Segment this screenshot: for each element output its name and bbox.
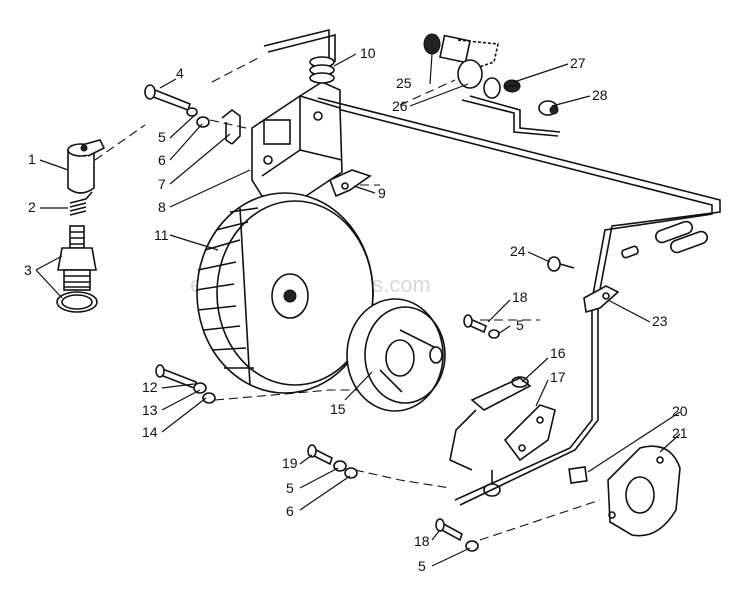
spark-plug-boot (67, 139, 106, 194)
flywheel-bolt-set (155, 364, 216, 404)
wire-clamp (583, 285, 620, 314)
wire-connectors (621, 220, 709, 259)
callout-25: 25 (396, 75, 412, 91)
wire-clip (221, 108, 241, 145)
callout-13: 13 (142, 402, 158, 418)
callout-8: 8 (158, 199, 166, 215)
callout-28: 28 (592, 87, 608, 103)
spark-plug (56, 225, 98, 313)
backing-plate (607, 445, 681, 537)
callout-17: 17 (550, 369, 566, 385)
callout-21: 21 (672, 425, 688, 441)
callout-14: 14 (142, 424, 158, 440)
callout-18-upper: 18 (512, 289, 528, 305)
callout-6: 6 (158, 152, 166, 168)
stop-switch (423, 33, 501, 99)
leader-lines (35, 53, 681, 567)
starter-cup (346, 298, 446, 412)
callout-20: 20 (672, 403, 688, 419)
callout-1: 1 (28, 151, 36, 167)
grommet (309, 56, 335, 84)
fitting-27 (503, 79, 521, 93)
ignition-coil (251, 81, 343, 197)
callout-27: 27 (570, 55, 586, 71)
screw-18-upper (463, 314, 500, 339)
boot-spring (69, 191, 93, 216)
callout-26: 26 (392, 98, 408, 114)
callout-3: 3 (24, 262, 32, 278)
callout-9: 9 (378, 185, 386, 201)
screw-19-set (307, 444, 358, 479)
callout-19: 19 (282, 455, 298, 471)
callout-12: 12 (142, 379, 158, 395)
callout-2: 2 (28, 199, 36, 215)
callout-7: 7 (158, 176, 166, 192)
flywheel (195, 192, 374, 394)
callout-23: 23 (652, 313, 668, 329)
screw-18-lower (435, 518, 479, 552)
module-bracket (503, 404, 556, 462)
fitting-28 (538, 100, 559, 116)
clamp-screw (547, 256, 575, 272)
callout-5-lower: 5 (418, 558, 426, 574)
wiring-harness (263, 28, 721, 506)
callout-5-middle: 5 (286, 480, 294, 496)
callout-6-middle: 6 (286, 503, 294, 519)
coil-bracket (328, 169, 372, 198)
callout-4: 4 (176, 65, 184, 81)
coil-screw-set (144, 84, 210, 128)
callout-10: 10 (360, 45, 376, 61)
callout-16: 16 (550, 345, 566, 361)
callout-5-upper: 5 (516, 317, 524, 333)
terminal-block (568, 466, 588, 484)
callout-24: 24 (510, 243, 526, 259)
callout-15: 15 (330, 401, 346, 417)
callout-5: 5 (158, 129, 166, 145)
callout-labels: 1 2 3 4 5 6 7 8 9 10 11 12 13 14 15 16 1… (24, 45, 688, 574)
callout-11: 11 (154, 227, 169, 243)
callout-18-lower: 18 (414, 533, 430, 549)
ignition-module (449, 376, 532, 497)
